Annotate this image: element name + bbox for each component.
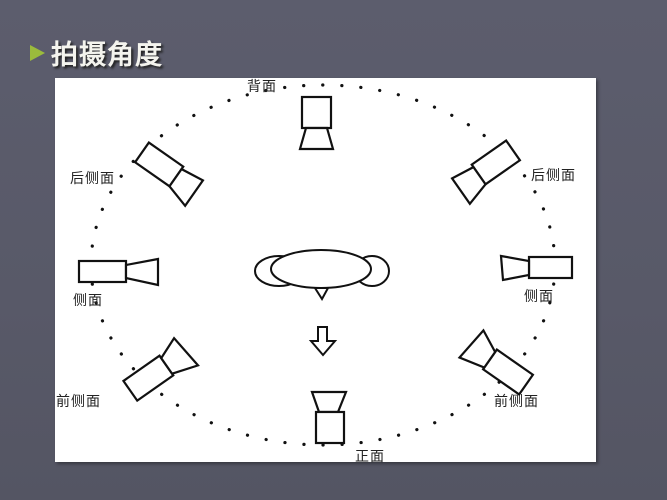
camera-back-side-right-icon — [450, 139, 522, 206]
camera-front-side-right-icon — [457, 328, 535, 396]
camera-side-left-icon — [77, 257, 160, 287]
camera-back-icon — [298, 95, 335, 151]
camera-front-icon — [310, 390, 348, 445]
title-row: 拍摄角度 — [30, 32, 163, 72]
label-back: 背面 — [247, 79, 277, 95]
head-top-view-icon — [254, 249, 390, 301]
label-front-side-left: 前侧面 — [56, 394, 101, 410]
label-side-right: 侧面 — [524, 289, 554, 305]
arrow-down-icon — [308, 326, 338, 357]
label-back-side-left: 后侧面 — [70, 171, 115, 187]
label-side-left: 侧面 — [73, 293, 103, 309]
camera-front-side-left-icon — [121, 336, 200, 403]
camera-side-right-icon — [499, 254, 574, 282]
label-front: 正面 — [355, 449, 385, 465]
triangle-bullet-icon — [30, 45, 45, 61]
slide-title: 拍摄角度 — [51, 39, 163, 71]
label-back-side-right: 后侧面 — [531, 168, 576, 184]
label-front-side-right: 前侧面 — [494, 394, 539, 410]
camera-back-side-left-icon — [133, 141, 205, 208]
